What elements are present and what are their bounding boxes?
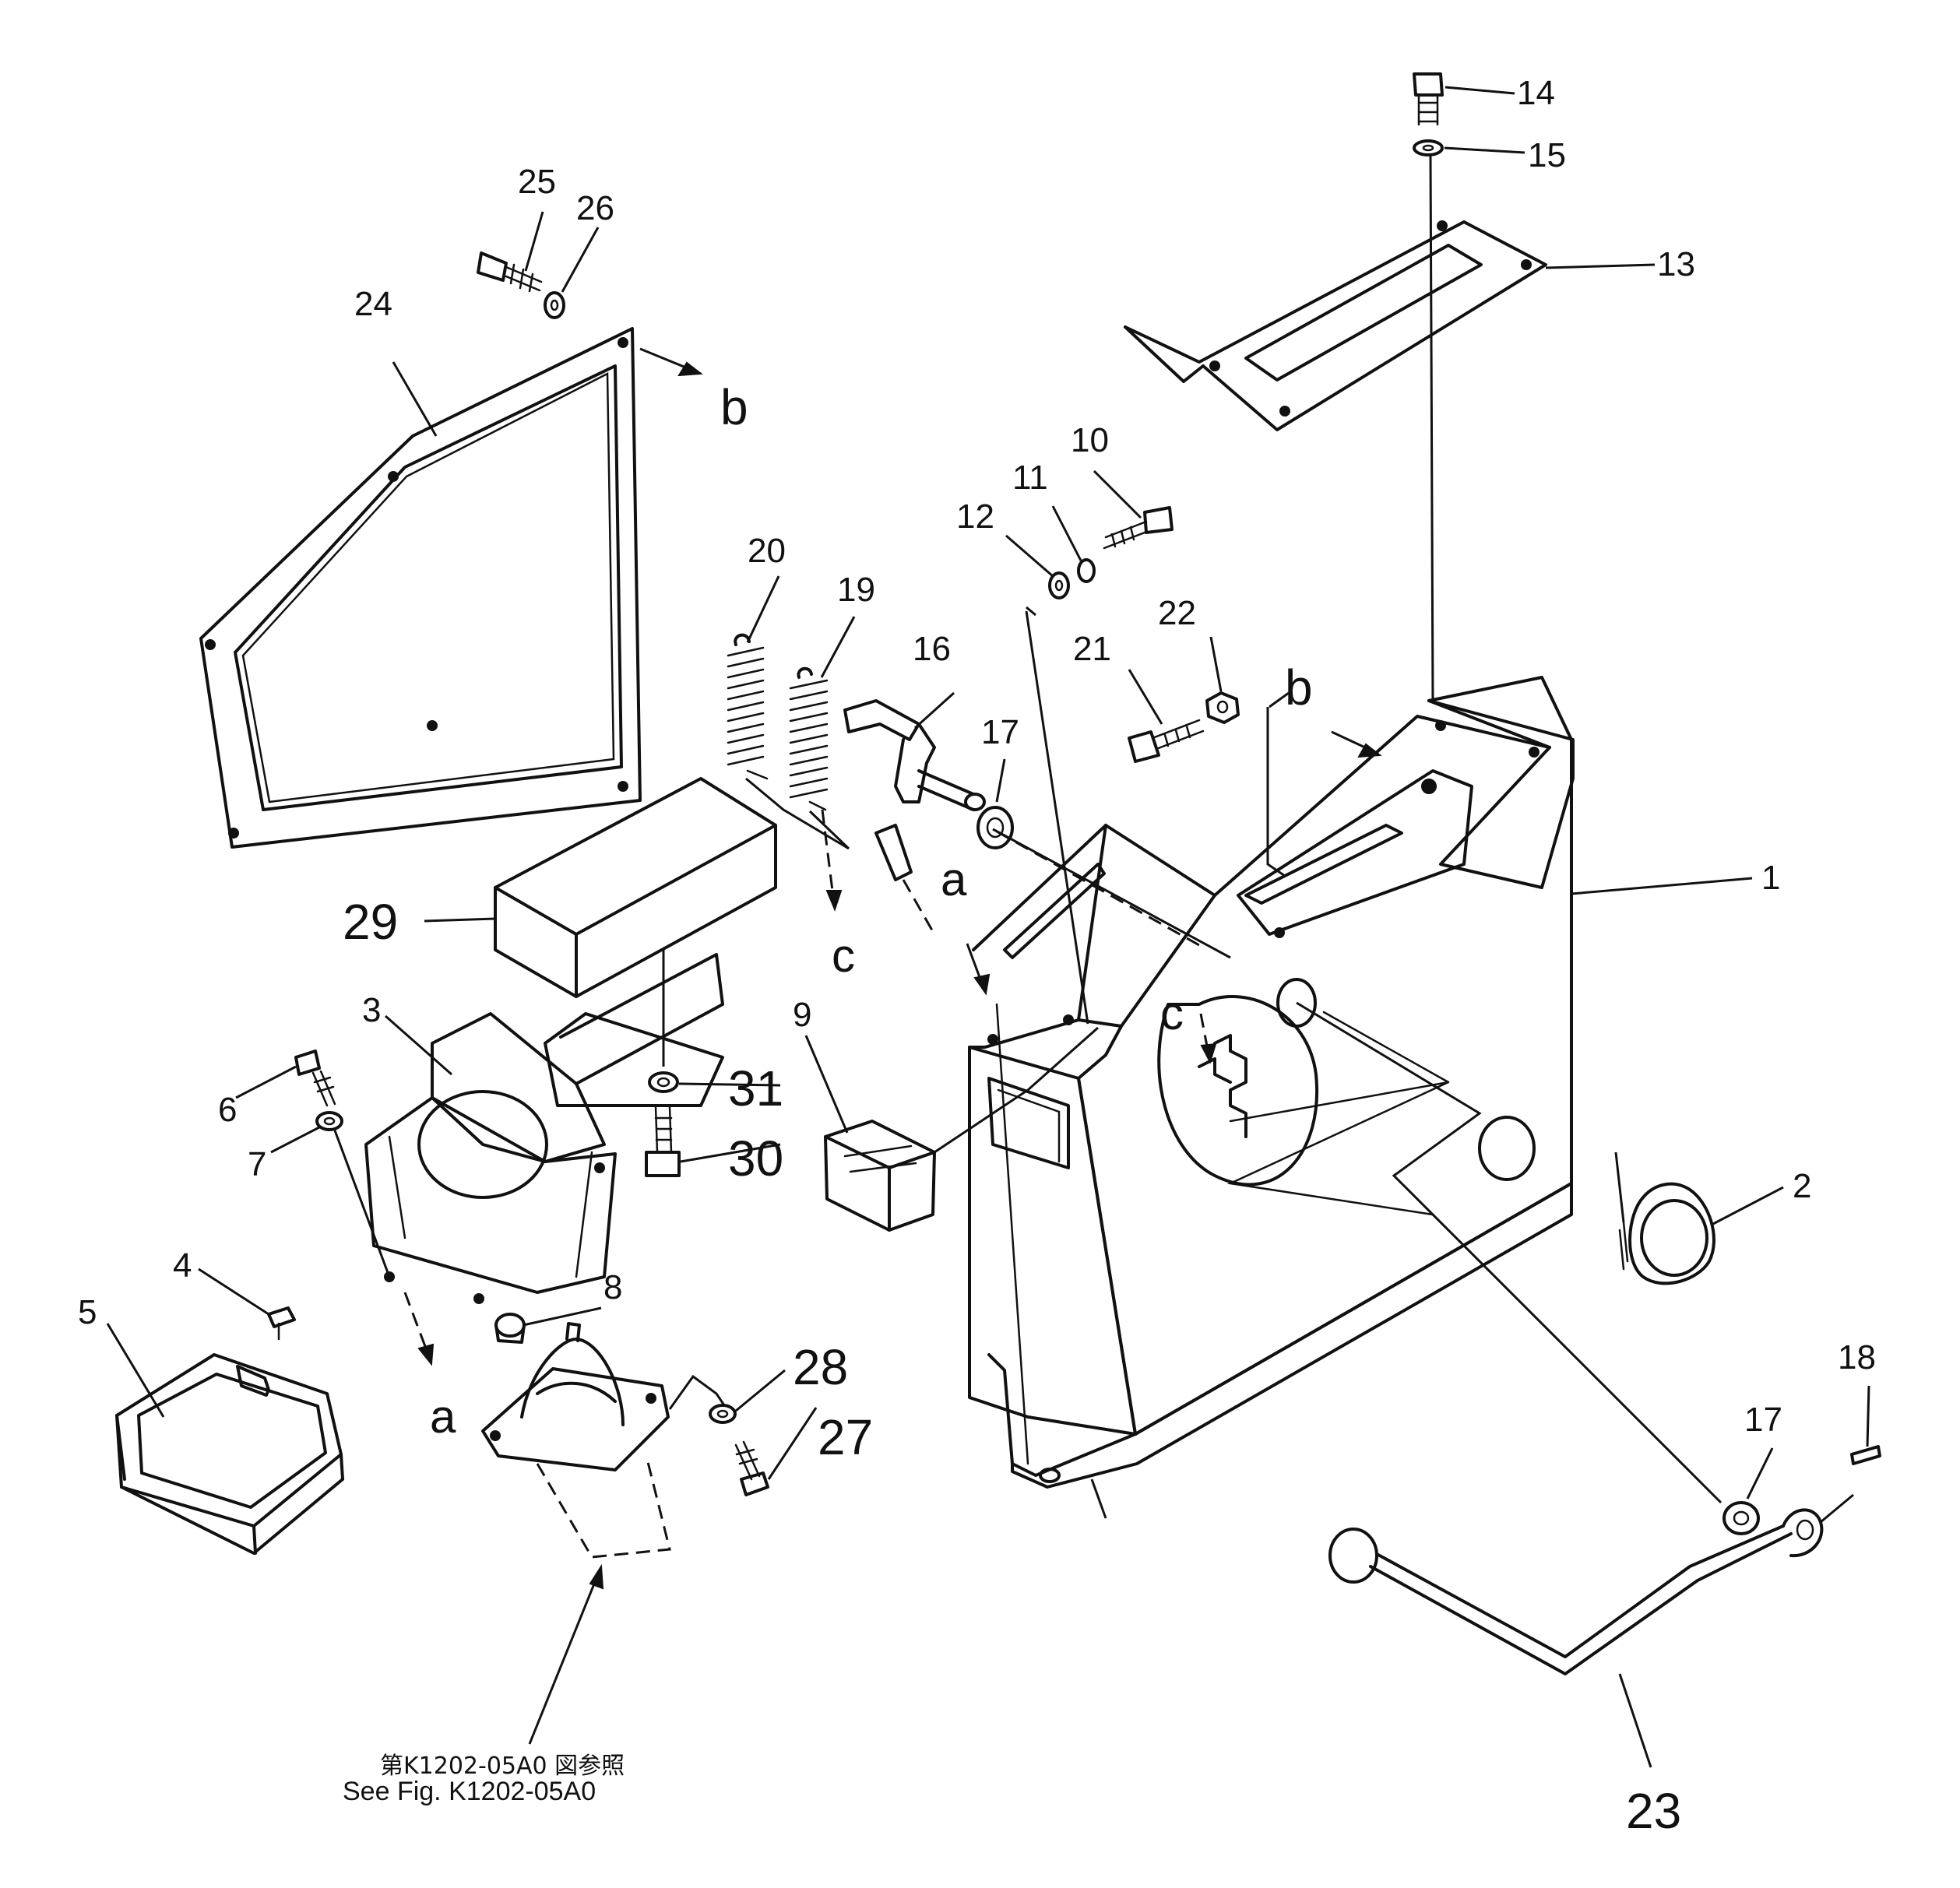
part-2-grommet bbox=[1618, 1182, 1715, 1285]
part-label-12: 12 bbox=[956, 497, 994, 536]
part-20-spring bbox=[727, 633, 769, 780]
part-21-bolt bbox=[1128, 719, 1205, 763]
ref-letter-b-cover: b bbox=[720, 379, 748, 435]
reference-note-jp: 第K1202-05A0 図参照 bbox=[380, 1753, 625, 1780]
part-label-17-lower: 17 bbox=[1744, 1401, 1782, 1439]
part-5-cup bbox=[115, 1353, 344, 1555]
part-26-washer bbox=[544, 291, 565, 319]
ref-letter-a-lower: a bbox=[430, 1391, 456, 1443]
part-24-cover-plate bbox=[199, 327, 642, 849]
part-14-bolt bbox=[1413, 72, 1444, 126]
part-label-28: 28 bbox=[793, 1339, 848, 1395]
part-28-washer bbox=[709, 1404, 737, 1424]
part-3-boot-housing bbox=[364, 953, 724, 1304]
leader-lines bbox=[333, 155, 1854, 1524]
part-label-6: 6 bbox=[218, 1091, 237, 1129]
part-31-washer bbox=[648, 1071, 679, 1093]
part-22-nut bbox=[1205, 691, 1240, 724]
part-30-bolt bbox=[645, 1106, 681, 1177]
reference-note: 第K1202-05A0 図参照 See Fig. K1202-05A0 bbox=[343, 1753, 625, 1806]
part-label-23: 23 bbox=[1626, 1783, 1681, 1839]
ref-letter-a-upper: a bbox=[941, 853, 967, 905]
part-label-17-upper: 17 bbox=[981, 713, 1019, 751]
part-4-screw bbox=[267, 1306, 296, 1341]
part-25-bolt bbox=[477, 251, 543, 293]
part-17-bushing-upper bbox=[976, 806, 1014, 849]
part-label-22: 22 bbox=[1158, 594, 1196, 632]
callout-lines bbox=[106, 86, 1870, 1768]
part-8-nut bbox=[494, 1313, 526, 1344]
part-6-bolt bbox=[294, 1049, 336, 1107]
part-7-washer bbox=[315, 1111, 343, 1131]
part-1-console-body bbox=[968, 676, 1575, 1489]
lever-boot-assembly bbox=[481, 1322, 671, 1559]
ref-letter-c-body: c bbox=[1160, 987, 1184, 1039]
part-label-4: 4 bbox=[173, 1246, 192, 1285]
part-10-bolt bbox=[1103, 506, 1174, 550]
part-label-13: 13 bbox=[1657, 245, 1695, 283]
part-9-switch bbox=[824, 1120, 936, 1232]
part-11-lock-washer bbox=[1077, 558, 1096, 583]
part-29-pad bbox=[494, 777, 777, 998]
reference-letters: a a b b c c bbox=[430, 379, 1313, 1443]
part-27-bolt bbox=[734, 1440, 769, 1496]
part-label-21: 21 bbox=[1073, 630, 1111, 668]
part-label-15: 15 bbox=[1528, 136, 1566, 174]
part-18-pin bbox=[1850, 1445, 1881, 1465]
part-label-31: 31 bbox=[728, 1060, 783, 1116]
part-label-1: 1 bbox=[1761, 859, 1780, 897]
part-label-10: 10 bbox=[1071, 421, 1109, 459]
part-15-washer bbox=[1413, 139, 1444, 156]
part-label-3: 3 bbox=[362, 991, 381, 1029]
reference-arrows bbox=[403, 347, 1382, 1745]
part-label-25: 25 bbox=[518, 163, 556, 201]
part-19-spring bbox=[789, 666, 829, 811]
part-labels: 1 2 3 4 5 6 7 8 9 10 11 12 13 14 15 16 1… bbox=[78, 74, 1876, 1839]
part-label-30: 30 bbox=[728, 1130, 783, 1187]
part-label-24: 24 bbox=[354, 285, 392, 323]
part-label-11: 11 bbox=[1012, 459, 1048, 497]
part-label-29: 29 bbox=[343, 894, 398, 950]
part-label-7: 7 bbox=[248, 1145, 266, 1183]
part-12-washer bbox=[1048, 571, 1070, 599]
part-label-26: 26 bbox=[576, 189, 614, 227]
ref-letter-c-springs: c bbox=[832, 930, 855, 982]
ref-letter-b-body: b bbox=[1285, 659, 1313, 715]
part-label-14: 14 bbox=[1517, 74, 1555, 112]
part-label-16: 16 bbox=[913, 630, 951, 668]
part-label-19: 19 bbox=[837, 571, 875, 609]
part-label-2: 2 bbox=[1793, 1167, 1811, 1205]
part-label-8: 8 bbox=[603, 1268, 622, 1306]
part-label-18: 18 bbox=[1838, 1338, 1876, 1376]
part-label-20: 20 bbox=[748, 532, 786, 570]
part-label-9: 9 bbox=[793, 996, 811, 1034]
part-label-5: 5 bbox=[78, 1293, 97, 1331]
part-13-top-plate bbox=[1124, 220, 1547, 431]
part-16-lever-arm bbox=[843, 699, 986, 935]
part-17-bushing-lower bbox=[1722, 1501, 1760, 1535]
part-23-lever bbox=[1328, 1508, 1824, 1675]
reference-note-en: See Fig. K1202-05A0 bbox=[343, 1777, 596, 1806]
part-label-27: 27 bbox=[818, 1409, 873, 1465]
